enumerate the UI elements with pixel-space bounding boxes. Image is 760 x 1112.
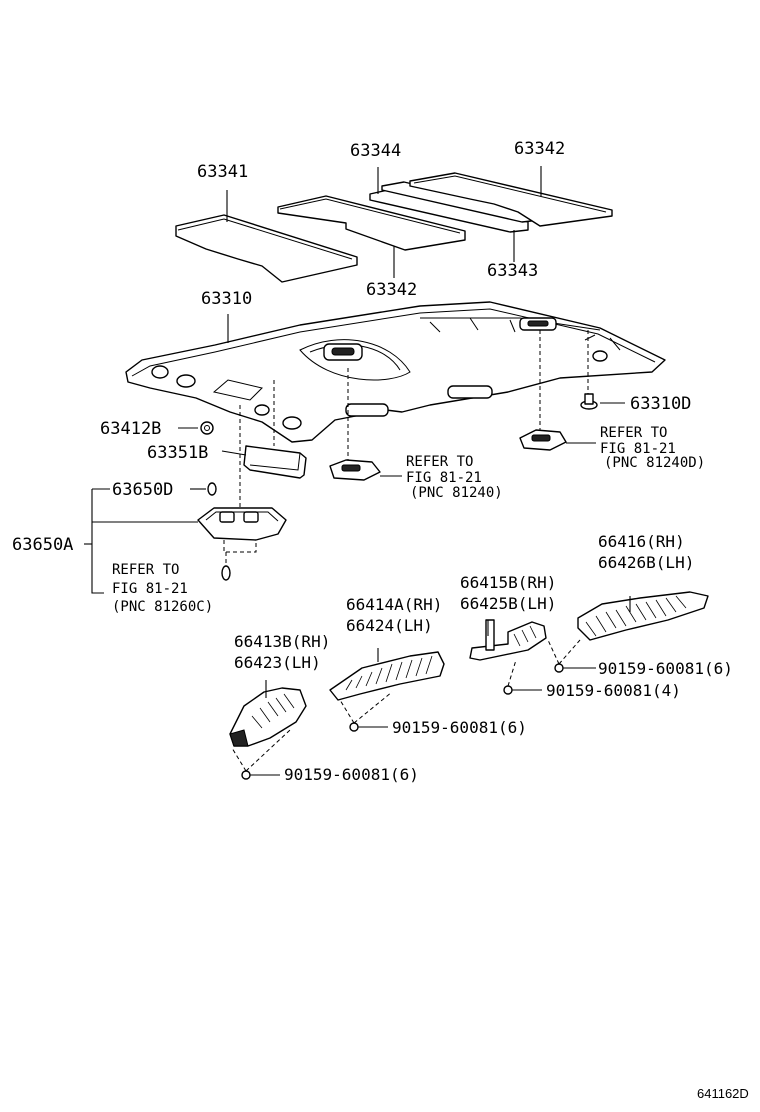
label-66426B: 66426B(LH) xyxy=(598,553,694,572)
label-63341: 63341 xyxy=(197,162,248,182)
pad-63341 xyxy=(175,214,358,283)
label-66424: 66424(LH) xyxy=(346,616,433,635)
label-bolt-3: 90159-60081(6) xyxy=(392,718,527,737)
ref-center-line2: FIG 81-21 xyxy=(406,470,482,486)
clip-63412B xyxy=(200,421,214,435)
garnish-66415B xyxy=(469,619,547,661)
label-66415B: 66415B(RH) xyxy=(460,573,556,592)
pad-63351B xyxy=(243,445,307,479)
ref-center-line3: (PNC 81240) xyxy=(410,485,503,501)
pad-63342-middle xyxy=(277,195,466,251)
lamp-81240D xyxy=(519,429,567,451)
reference-notes: REFER TO FIG 81-21 (PNC 81240D) REFER TO… xyxy=(112,425,705,615)
ref-left-line1: REFER TO xyxy=(112,562,179,578)
label-bolt-2: 90159-60081(4) xyxy=(546,681,681,700)
label-66414A: 66414A(RH) xyxy=(346,595,442,614)
label-63342-top: 63342 xyxy=(514,139,565,159)
ref-center-line1: REFER TO xyxy=(406,454,473,470)
label-63310: 63310 xyxy=(201,289,252,309)
label-63351B: 63351B xyxy=(147,443,208,463)
pad-63344 xyxy=(369,181,541,233)
label-63342-mid: 63342 xyxy=(366,280,417,300)
part-labels: 63341 63344 63342 63342 63343 63310 6331… xyxy=(12,139,733,784)
bulb-63650D xyxy=(207,482,217,496)
label-63343: 63343 xyxy=(487,261,538,281)
ref-right-line2: FIG 81-21 xyxy=(600,441,676,457)
label-63650D: 63650D xyxy=(112,480,173,500)
headliner-63310 xyxy=(125,301,666,443)
garnish-66416 xyxy=(577,591,709,641)
garnish-66414A xyxy=(329,651,445,701)
label-66425B: 66425B(LH) xyxy=(460,594,556,613)
leader-lines xyxy=(84,166,631,776)
label-bolt-4: 90159-60081(6) xyxy=(284,765,419,784)
clip-63310D xyxy=(580,393,598,410)
bulb-81260C xyxy=(221,565,231,581)
label-66416: 66416(RH) xyxy=(598,532,685,551)
label-66413B: 66413B(RH) xyxy=(234,632,330,651)
label-63412B: 63412B xyxy=(100,419,161,439)
label-bolt-1: 90159-60081(6) xyxy=(598,659,733,678)
lamp-81240 xyxy=(329,459,381,481)
ref-right-line1: REFER TO xyxy=(600,425,667,441)
label-63310D: 63310D xyxy=(630,394,691,414)
console-63650A xyxy=(197,507,287,553)
pad-63342-top xyxy=(409,172,613,227)
label-66423: 66423(LH) xyxy=(234,653,321,672)
garnish-66413B xyxy=(229,687,307,747)
ref-left-line3: (PNC 81260C) xyxy=(112,599,213,615)
ref-left-line2: FIG 81-21 xyxy=(112,581,188,597)
ref-right-line3: (PNC 81240D) xyxy=(604,455,705,471)
drawing-code: 641162D xyxy=(697,1086,749,1101)
label-63650A: 63650A xyxy=(12,535,73,555)
label-63344: 63344 xyxy=(350,141,401,161)
